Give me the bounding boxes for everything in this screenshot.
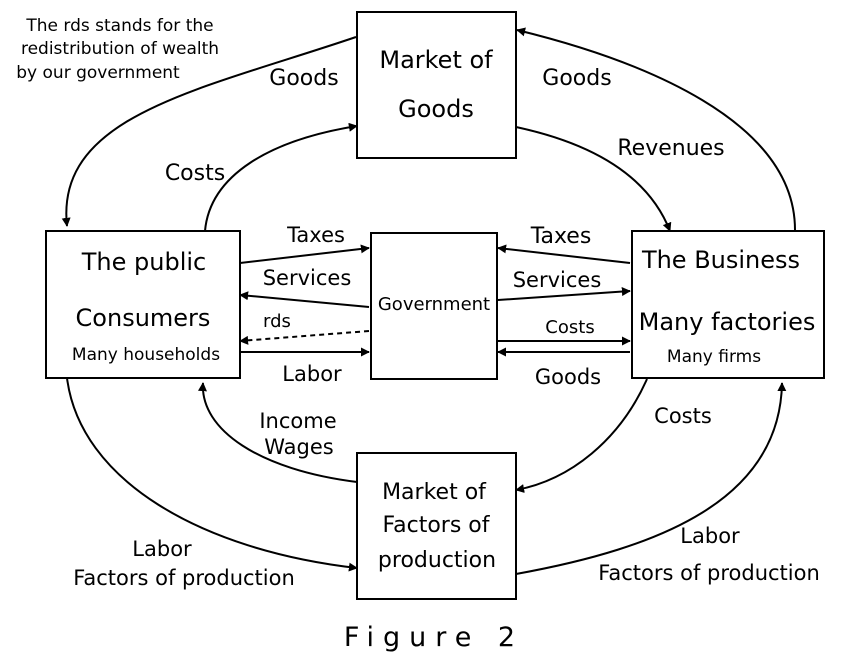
business-box <box>631 230 825 379</box>
costs-to-market-arrow <box>204 122 358 232</box>
goods-to-market-arrow <box>516 27 796 231</box>
costs-bottom-label: Costs <box>654 404 712 428</box>
revenues-label: Revenues <box>617 136 724 161</box>
government-label: Government <box>378 294 490 315</box>
market-of-goods-box <box>356 11 517 159</box>
market-of-factors-line-2: Factors of <box>382 513 490 538</box>
rds-note: The rds stands for the redistribution of… <box>16 16 219 83</box>
wages-label: Wages <box>264 435 333 459</box>
services-left-arrow <box>239 291 370 308</box>
services-right-arrow <box>497 287 631 301</box>
node-market-of-goods: Market of Goods <box>356 11 517 159</box>
note-line-1: The rds stands for the <box>25 16 213 36</box>
node-government: Government <box>370 232 498 380</box>
flow-arrows <box>61 27 796 575</box>
costs-mid-label: Costs <box>545 317 594 338</box>
note-line-2: redistribution of wealth <box>21 39 219 59</box>
taxes-left-label: Taxes <box>286 223 345 247</box>
labor-left-label: Labor <box>132 537 192 561</box>
note-line-3: by our government <box>16 63 180 83</box>
market-of-goods-line-1: Market of <box>379 46 493 74</box>
node-business: The Business Many factories Many firms <box>631 230 825 379</box>
services-right-label: Services <box>513 268 602 292</box>
market-of-factors-box <box>356 452 517 600</box>
public-line-3: Many households <box>72 345 220 365</box>
taxes-right-arrow <box>497 244 631 264</box>
flow-labels: Goods Goods Costs Revenues Taxes Service… <box>73 66 820 590</box>
node-public: The public Consumers Many households <box>45 230 241 379</box>
rds-arrow <box>239 330 370 345</box>
public-line-1: The public <box>81 248 206 276</box>
figure-caption: Figure 2 <box>344 622 524 653</box>
rds-label: rds <box>263 311 291 332</box>
labor-right-arrow <box>515 382 787 575</box>
goods-left-label: Goods <box>269 66 338 91</box>
goods-right-label: Goods <box>542 66 611 91</box>
factors-right-label: Factors of production <box>598 561 820 585</box>
costs-top-label: Costs <box>165 161 225 186</box>
public-line-2: Consumers <box>76 304 211 332</box>
public-box <box>45 230 241 379</box>
node-market-of-factors: Market of Factors of production <box>356 452 517 600</box>
market-of-factors-line-1: Market of <box>382 480 487 505</box>
market-of-goods-line-2: Goods <box>398 95 474 123</box>
taxes-right-label: Taxes <box>530 224 592 249</box>
business-line-2: Many factories <box>639 308 816 336</box>
income-wages-arrow <box>198 382 358 483</box>
market-of-factors-line-3: production <box>378 548 496 573</box>
labor-mid-label: Labor <box>282 362 342 386</box>
labor-right-label: Labor <box>680 524 740 548</box>
costs-bottom-arrow <box>515 378 648 493</box>
labor-left-arrow <box>66 377 358 572</box>
revenues-arrow <box>515 126 672 232</box>
income-label: Income <box>259 409 336 433</box>
taxes-left-arrow <box>239 244 370 264</box>
government-box <box>370 232 498 380</box>
business-line-3: Many firms <box>667 347 761 367</box>
goods-mid-label: Goods <box>535 365 601 389</box>
factors-left-label: Factors of production <box>73 566 295 590</box>
services-left-label: Services <box>263 266 352 290</box>
goods-to-public-arrow <box>61 36 357 227</box>
business-line-1: The Business <box>641 246 800 274</box>
